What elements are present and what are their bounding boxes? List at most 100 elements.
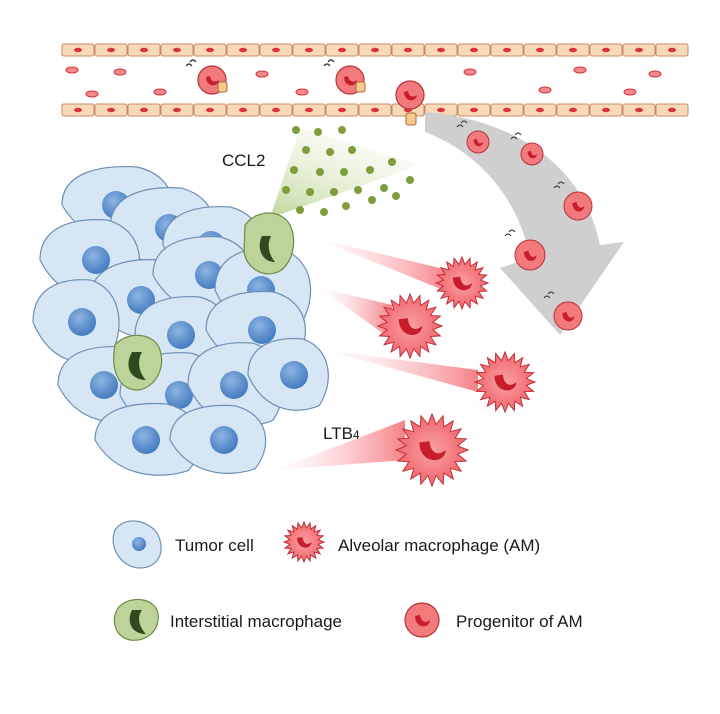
ccl2-dot [354,186,362,194]
endothelial-nucleus [635,107,643,113]
circulating-monocyte-2 [323,59,366,95]
motion-lines [543,291,555,299]
tumor-nucleus [210,426,238,454]
ccl2-dot [338,126,346,134]
endothelial-nucleus [470,107,478,113]
progenitor-nucleus [524,250,537,261]
legend-interstitial-macrophage-icon [113,598,159,641]
legend: Tumor cell Alveolar macrophage (AM) Inte… [112,520,583,641]
macrophage-nucleus [494,374,517,391]
ltb4-label-main: LTB [323,424,353,443]
motion-lines [504,229,516,237]
red-blood-cell [113,68,127,76]
endothelial-nucleus [569,47,577,53]
ccl2-dot [314,128,322,136]
alveolar-macrophage-1 [434,255,490,311]
tumor-nucleus [90,371,118,399]
tumor-nucleus [248,316,276,344]
ccl2-dot [368,196,376,204]
ltb4-label-subscript: 4 [353,428,360,442]
tumor-nucleus [165,381,193,409]
progenitor-cells [456,120,593,331]
red-blood-cells [65,66,662,98]
legend-tumor-cell-label: Tumor cell [175,536,254,555]
endothelial-nucleus [503,47,511,53]
progenitor-nucleus [527,150,537,159]
endothelial-nucleus [338,107,346,113]
interstitial-macrophage-in-tumor-2 [113,334,163,391]
endothelial-nucleus [668,107,676,113]
endothelial-nucleus [569,107,577,113]
legend-tumor-cell-icon [112,520,162,569]
macrophage-nucleus [419,441,446,461]
macrophage-nucleus [297,537,312,548]
interstitial-macrophage-in-tumor-1 [243,212,295,275]
ccl2-dot [326,148,334,156]
legend-alveolar-macrophage-icon [282,520,326,564]
ltb4-gradients [275,238,478,470]
ccl2-dot [348,146,356,154]
endothelial-nucleus [140,107,148,113]
tumor-nucleus [220,371,248,399]
ltb4-label: LTB4 [323,424,360,443]
progenitor-nucleus [572,201,585,212]
ccl2-dot [316,168,324,176]
tumor-nucleus [167,321,195,349]
endothelial-nucleus [272,47,280,53]
ccl2-dot [342,202,350,210]
motion-lines [456,120,468,128]
red-blood-cell [623,88,637,96]
ccl2-dot [320,208,328,216]
endothelial-nucleus [371,107,379,113]
progenitor-cell [510,132,544,166]
ccl2-dot [290,166,298,174]
ccl2-dot [296,206,304,214]
red-blood-cell [85,90,99,98]
tumor-nucleus [132,426,160,454]
endothelial-nucleus [173,47,181,53]
endothelial-nucleus [602,107,610,113]
ccl2-dot [306,188,314,196]
tumor-nucleus [68,308,96,336]
alveolar-macrophage-2 [376,292,444,360]
endothelial-nucleus [338,47,346,53]
alveolar-macrophage-3 [473,350,537,414]
progenitor-cell [543,291,583,331]
red-blood-cell [538,86,552,94]
extravasating-monocyte [395,80,425,126]
ccl2-label: CCL2 [222,151,265,170]
ccl2-dot [366,166,374,174]
endothelial-nucleus [272,107,280,113]
blood-vessel [61,43,689,126]
endothelial-nucleus [470,47,478,53]
ccl2-dot [340,168,348,176]
endothelial-nucleus [536,47,544,53]
red-blood-cell [255,70,269,78]
endothelial-nucleus [503,107,511,113]
endothelial-nucleus [74,107,82,113]
endothelial-nucleus [668,47,676,53]
progenitor-cell [553,181,593,221]
endothelial-nucleus [206,107,214,113]
ccl2-dot [380,184,388,192]
endothelial-nucleus [107,47,115,53]
endothelial-nucleus [74,47,82,53]
ccl2-dot [302,146,310,154]
ccl2-dot [388,158,396,166]
red-blood-cell [295,88,309,96]
ccl2-dot [392,192,400,200]
progenitor-nucleus [473,138,483,147]
progenitor-cell [456,120,490,154]
vessel-wall-bottom [61,103,689,117]
progenitor-nucleus [562,311,575,322]
macrophage-nucleus [398,318,423,335]
red-blood-cell [573,66,587,74]
endothelial-nucleus [371,47,379,53]
red-blood-cell [153,88,167,96]
vessel-wall-top [61,43,689,57]
red-blood-cell [648,70,662,78]
legend-interstitial-macrophage-label: Interstitial macrophage [170,612,342,631]
red-blood-cell [463,68,477,76]
ccl2-dot [330,188,338,196]
tumor-nucleus [280,361,308,389]
